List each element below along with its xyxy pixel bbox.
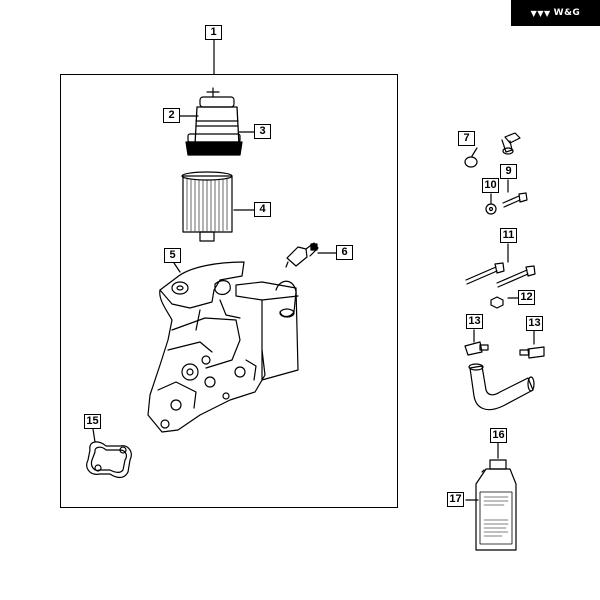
leader-lines bbox=[92, 39, 535, 501]
wg-logo-icon: ▼▼▼ bbox=[530, 8, 551, 18]
bolt-9 bbox=[502, 192, 528, 208]
callout-3: 3 bbox=[254, 124, 271, 139]
oil-filter-element bbox=[181, 171, 233, 242]
oil-filter-cap bbox=[185, 87, 243, 156]
washer-10 bbox=[485, 203, 497, 215]
clamp-left bbox=[464, 341, 489, 356]
main-assembly-frame bbox=[60, 74, 398, 508]
clamp-right bbox=[519, 346, 545, 359]
brand-logo: ▼▼▼ W&G bbox=[511, 0, 600, 26]
brand-text: W&G bbox=[553, 8, 581, 18]
callout-9: 9 bbox=[500, 164, 517, 179]
nut-12 bbox=[490, 296, 504, 309]
callout-11: 11 bbox=[500, 228, 517, 243]
oil-filter-housing bbox=[147, 261, 299, 433]
callout-4: 4 bbox=[254, 202, 271, 217]
callout-17: 17 bbox=[447, 492, 464, 507]
oil-sensor bbox=[285, 242, 319, 268]
callout-15: 15 bbox=[84, 414, 101, 429]
callout-2: 2 bbox=[163, 108, 180, 123]
bolts-11 bbox=[465, 262, 536, 288]
oil-bottle bbox=[475, 459, 517, 551]
callout-5: 5 bbox=[164, 248, 181, 263]
drain-plug bbox=[501, 132, 521, 155]
callout-10: 10 bbox=[482, 178, 499, 193]
callout-7: 7 bbox=[458, 131, 475, 146]
callout-13-left: 13 bbox=[466, 314, 483, 329]
coolant-hose bbox=[468, 363, 535, 411]
callout-12: 12 bbox=[518, 290, 535, 305]
callout-6: 6 bbox=[336, 245, 353, 260]
callout-16: 16 bbox=[490, 428, 507, 443]
callout-1: 1 bbox=[205, 25, 222, 40]
seal-ring bbox=[464, 156, 478, 168]
gasket-15 bbox=[86, 441, 132, 479]
callout-13-right: 13 bbox=[526, 316, 543, 331]
